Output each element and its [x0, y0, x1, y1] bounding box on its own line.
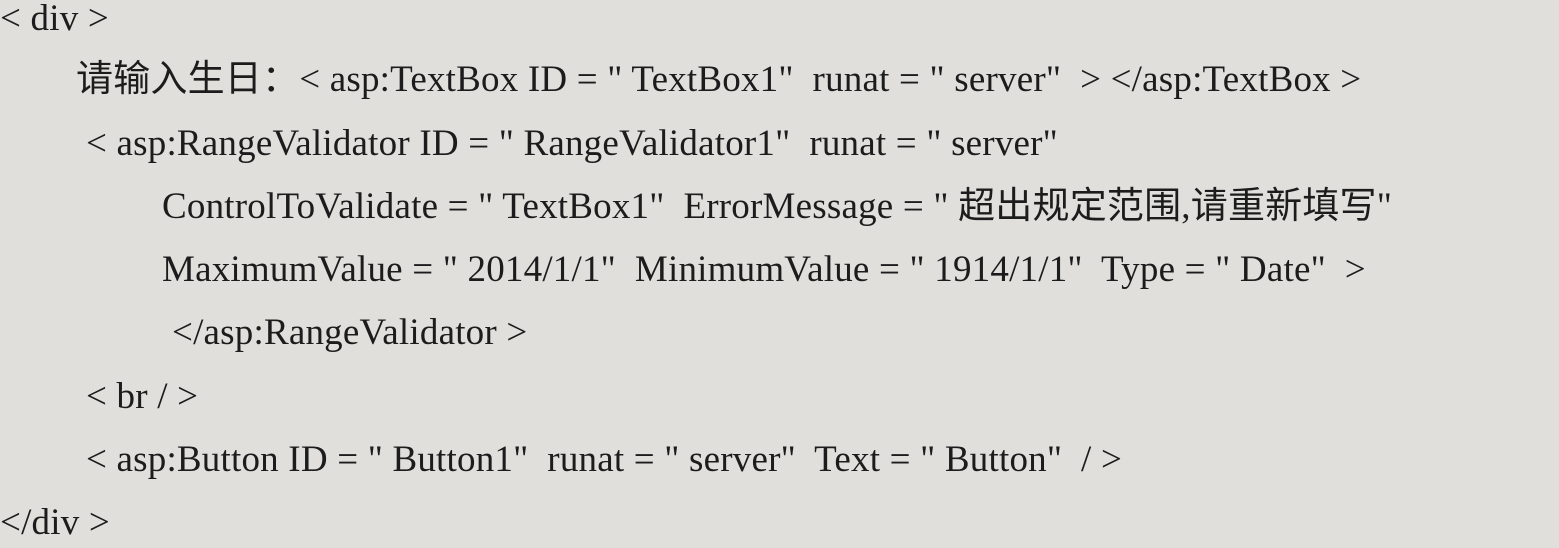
code-line-div-open: < div >	[0, 0, 109, 39]
code-line-control-to-validate: ControlToValidate = " TextBox1" ErrorMes…	[162, 186, 1393, 227]
code-line-rangevalidator-close: </asp:RangeValidator >	[172, 312, 528, 353]
code-line-maximum-minimum-value: MaximumValue = " 2014/1/1" MinimumValue …	[162, 249, 1366, 290]
code-line-button: < asp:Button ID = " Button1" runat = " s…	[86, 439, 1123, 480]
code-line-br: < br / >	[86, 376, 199, 417]
code-line-rangevalidator-open: < asp:RangeValidator ID = " RangeValidat…	[86, 123, 1058, 164]
code-line-textbox: 请输入生日：< asp:TextBox ID = " TextBox1" run…	[76, 59, 1362, 100]
code-line-div-close: </div >	[0, 502, 110, 543]
